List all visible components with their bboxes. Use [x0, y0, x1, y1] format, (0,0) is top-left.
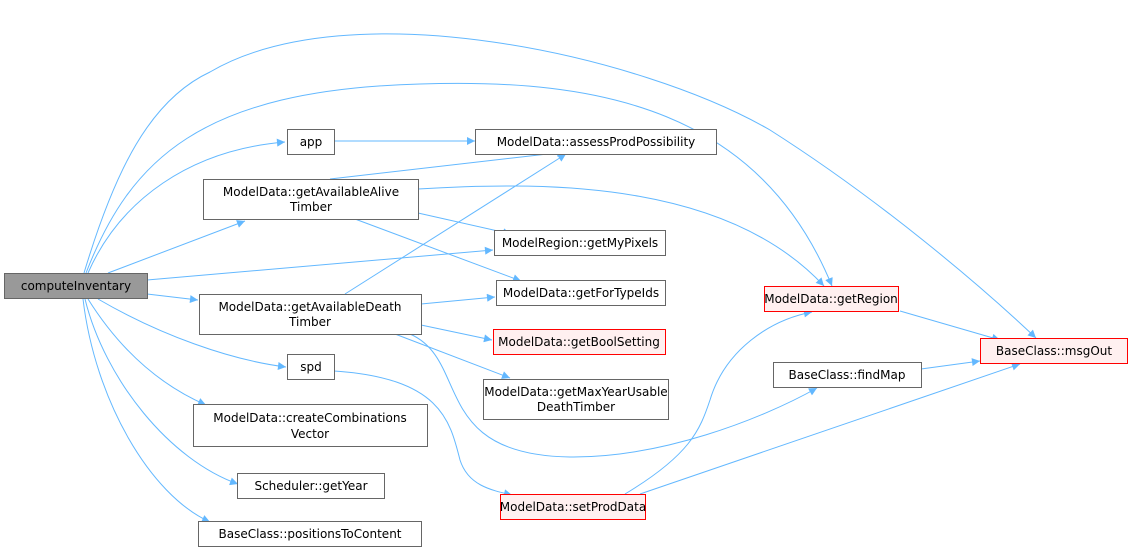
svg-text:ModelData::getRegion: ModelData::getRegion	[764, 292, 898, 306]
edge-setproddata-msgout	[639, 362, 1021, 495]
edge-alive-fortypeids	[354, 218, 522, 282]
node-getyear[interactable]: Scheduler::getYear	[237, 473, 385, 499]
svg-text:app: app	[300, 135, 323, 149]
edge-death-assess	[344, 153, 567, 295]
svg-text:ModelData::getAvailableDeath: ModelData::getAvailableDeath	[218, 300, 401, 314]
edge-death-maxyear	[394, 333, 511, 379]
svg-text:DeathTimber: DeathTimber	[537, 400, 615, 414]
svg-text:ModelData::getAvailableAlive: ModelData::getAvailableAlive	[223, 185, 399, 199]
edge-spd-setproddata	[333, 370, 513, 498]
edge-computeinventary-getyear	[84, 298, 239, 486]
node-setproddata[interactable]: ModelData::setProdData	[500, 494, 646, 520]
svg-text:Vector: Vector	[291, 427, 329, 441]
node-getboolsetting[interactable]: ModelData::getBoolSetting	[493, 329, 666, 355]
node-getavailablealivetimber[interactable]: ModelData::getAvailableAlive Timber	[203, 179, 419, 220]
svg-text:computeInventary: computeInventary	[21, 279, 131, 293]
edge-computeinventary-getregion	[85, 82, 833, 287]
svg-text:BaseClass::findMap: BaseClass::findMap	[789, 368, 906, 382]
svg-text:Timber: Timber	[288, 315, 331, 329]
svg-text:ModelData::getMaxYearUsable: ModelData::getMaxYearUsable	[484, 385, 667, 399]
edge-computeinventary-alive	[107, 220, 246, 274]
svg-text:ModelData::setProdData: ModelData::setProdData	[500, 500, 646, 514]
node-spd[interactable]: spd	[287, 354, 335, 380]
edge-findmap-msgout	[920, 358, 981, 370]
edge-death-findmap	[409, 333, 818, 458]
edge-computeinventary-spd	[97, 298, 287, 370]
svg-text:BaseClass::positionsToContent: BaseClass::positionsToContent	[218, 527, 401, 541]
svg-text:ModelData::getBoolSetting: ModelData::getBoolSetting	[498, 335, 660, 349]
edge-computeinventary-positions	[82, 298, 211, 523]
svg-text:ModelData::getForTypeIds: ModelData::getForTypeIds	[503, 286, 659, 300]
edge-computeinventary-app	[87, 138, 286, 274]
edge-getregion-msgout	[899, 310, 1001, 342]
node-positionstocontent[interactable]: BaseClass::positionsToContent	[198, 521, 422, 547]
node-msgout[interactable]: BaseClass::msgOut	[980, 338, 1128, 364]
edge-alive-getregion	[417, 185, 825, 287]
edges	[82, 33, 1037, 523]
node-computeinventary[interactable]: computeInventary	[4, 273, 148, 299]
svg-text:Scheduler::getYear: Scheduler::getYear	[254, 479, 367, 493]
svg-text:spd: spd	[300, 360, 322, 374]
node-assessprodpossibility[interactable]: ModelData::assessProdPossibility	[475, 129, 717, 155]
edge-computeinventary-msgout	[83, 33, 1037, 339]
edge-computeinventary-mypixels	[146, 246, 494, 281]
edge-setproddata-getregion	[624, 309, 813, 495]
node-getfortypeids[interactable]: ModelData::getForTypeIds	[496, 280, 666, 306]
node-getmaxyearusabledeathtimber[interactable]: ModelData::getMaxYearUsable DeathTimber	[483, 379, 669, 420]
edge-alive-assess	[329, 148, 566, 180]
svg-text:Timber: Timber	[289, 200, 332, 214]
node-createcombinationsvector[interactable]: ModelData::createCombinations Vector	[193, 404, 428, 447]
edge-computeinventary-death	[146, 293, 199, 304]
node-findmap[interactable]: BaseClass::findMap	[773, 362, 922, 388]
node-getmypixels[interactable]: ModelRegion::getMyPixels	[494, 230, 666, 256]
svg-text:ModelRegion::getMyPixels: ModelRegion::getMyPixels	[502, 236, 658, 250]
node-getavailabledeathtimber[interactable]: ModelData::getAvailableDeath Timber	[199, 294, 422, 335]
svg-text:ModelData::assessProdPossibili: ModelData::assessProdPossibility	[497, 135, 696, 149]
nodes: computeInventary app ModelData::getAvail…	[4, 129, 1128, 547]
edge-death-fortypeids	[420, 293, 496, 305]
node-getregion[interactable]: ModelData::getRegion	[764, 286, 899, 312]
node-app[interactable]: app	[287, 129, 335, 155]
svg-text:ModelData::createCombinations: ModelData::createCombinations	[213, 411, 406, 425]
edge-computeinventary-combinations	[87, 298, 207, 406]
edge-death-boolsetting	[420, 324, 493, 343]
svg-text:BaseClass::msgOut: BaseClass::msgOut	[996, 344, 1112, 358]
